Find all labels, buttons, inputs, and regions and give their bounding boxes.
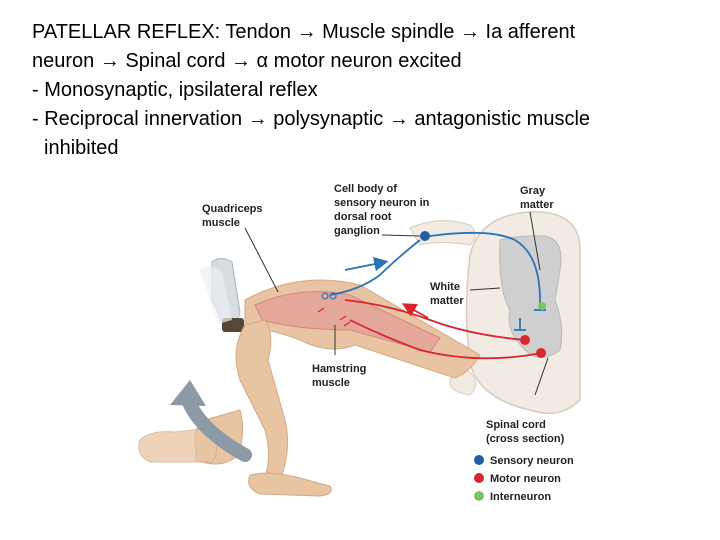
text-line-3: - Monosynaptic, ipsilateral reflex bbox=[32, 79, 318, 101]
legend-swatch-sensory bbox=[474, 455, 484, 465]
sensory-cell-body bbox=[420, 231, 430, 241]
svg-text:Interneuron: Interneuron bbox=[490, 491, 551, 503]
svg-text:Quadriceps: Quadriceps bbox=[202, 203, 263, 215]
text-line-2: neuron → Spinal cord → α motor neuron ex… bbox=[32, 50, 462, 72]
label-cell-body-3: dorsal root bbox=[334, 211, 392, 223]
spinal-cord-cross-section bbox=[409, 211, 581, 415]
text-line-1: PATELLAR REFLEX: Tendon → Muscle spindle… bbox=[32, 21, 576, 43]
text-line-4: - Reciprocal innervation → polysynaptic … bbox=[32, 108, 591, 130]
interneuron-dot bbox=[538, 302, 546, 310]
legend-interneuron: Interneuron bbox=[490, 491, 551, 503]
svg-text:ganglion: ganglion bbox=[334, 225, 380, 237]
legend-swatch-motor bbox=[474, 473, 484, 483]
kick-motion-arrow bbox=[170, 380, 252, 462]
svg-text:White: White bbox=[430, 281, 460, 293]
svg-text:Cell body of: Cell body of bbox=[334, 183, 397, 195]
label-cell-body-4: ganglion bbox=[334, 225, 380, 237]
reflex-hammer bbox=[200, 258, 244, 332]
legend-swatch-interneuron bbox=[474, 491, 484, 501]
label-white-matter-1: White bbox=[430, 281, 460, 293]
svg-text:Sensory neuron: Sensory neuron bbox=[490, 455, 574, 467]
text-line-5: inhibited bbox=[44, 137, 119, 159]
label-spinal-cord-1: Spinal cord bbox=[486, 419, 546, 431]
svg-text:Hamstring: Hamstring bbox=[312, 363, 366, 375]
svg-text:(cross section): (cross section) bbox=[486, 433, 565, 445]
label-spinal-cord-2: (cross section) bbox=[486, 433, 565, 445]
svg-text:Spinal cord: Spinal cord bbox=[486, 419, 546, 431]
legend-motor-neuron: Motor neuron bbox=[490, 473, 561, 485]
label-hamstring-2: muscle bbox=[312, 377, 350, 389]
label-hamstring-1: Hamstring bbox=[312, 363, 366, 375]
svg-text:muscle: muscle bbox=[202, 217, 240, 229]
label-cell-body-2: sensory neuron in bbox=[334, 197, 430, 209]
svg-text:sensory neuron in: sensory neuron in bbox=[334, 197, 430, 209]
svg-text:Motor neuron: Motor neuron bbox=[490, 473, 561, 485]
label-quadriceps-1: Quadriceps bbox=[202, 203, 263, 215]
neural-pathways bbox=[317, 231, 546, 360]
label-quadriceps-2: muscle bbox=[202, 217, 240, 229]
label-gray-matter-2: matter bbox=[520, 199, 554, 211]
slide-text: PATELLAR REFLEX: Tendon → Muscle spindle… bbox=[32, 18, 712, 163]
svg-text:matter: matter bbox=[430, 295, 464, 307]
label-white-matter-2: matter bbox=[430, 295, 464, 307]
svg-text:muscle: muscle bbox=[312, 377, 350, 389]
svg-text:dorsal root: dorsal root bbox=[334, 211, 392, 223]
label-gray-matter-1: Gray bbox=[520, 185, 546, 197]
svg-text:Gray: Gray bbox=[520, 185, 546, 197]
legend: Sensory neuron Motor neuron Interneuron bbox=[474, 455, 574, 503]
label-cell-body-1: Cell body of bbox=[334, 183, 397, 195]
svg-text:matter: matter bbox=[520, 199, 554, 211]
legend-sensory-neuron: Sensory neuron bbox=[490, 455, 574, 467]
label-pointers bbox=[244, 211, 549, 396]
